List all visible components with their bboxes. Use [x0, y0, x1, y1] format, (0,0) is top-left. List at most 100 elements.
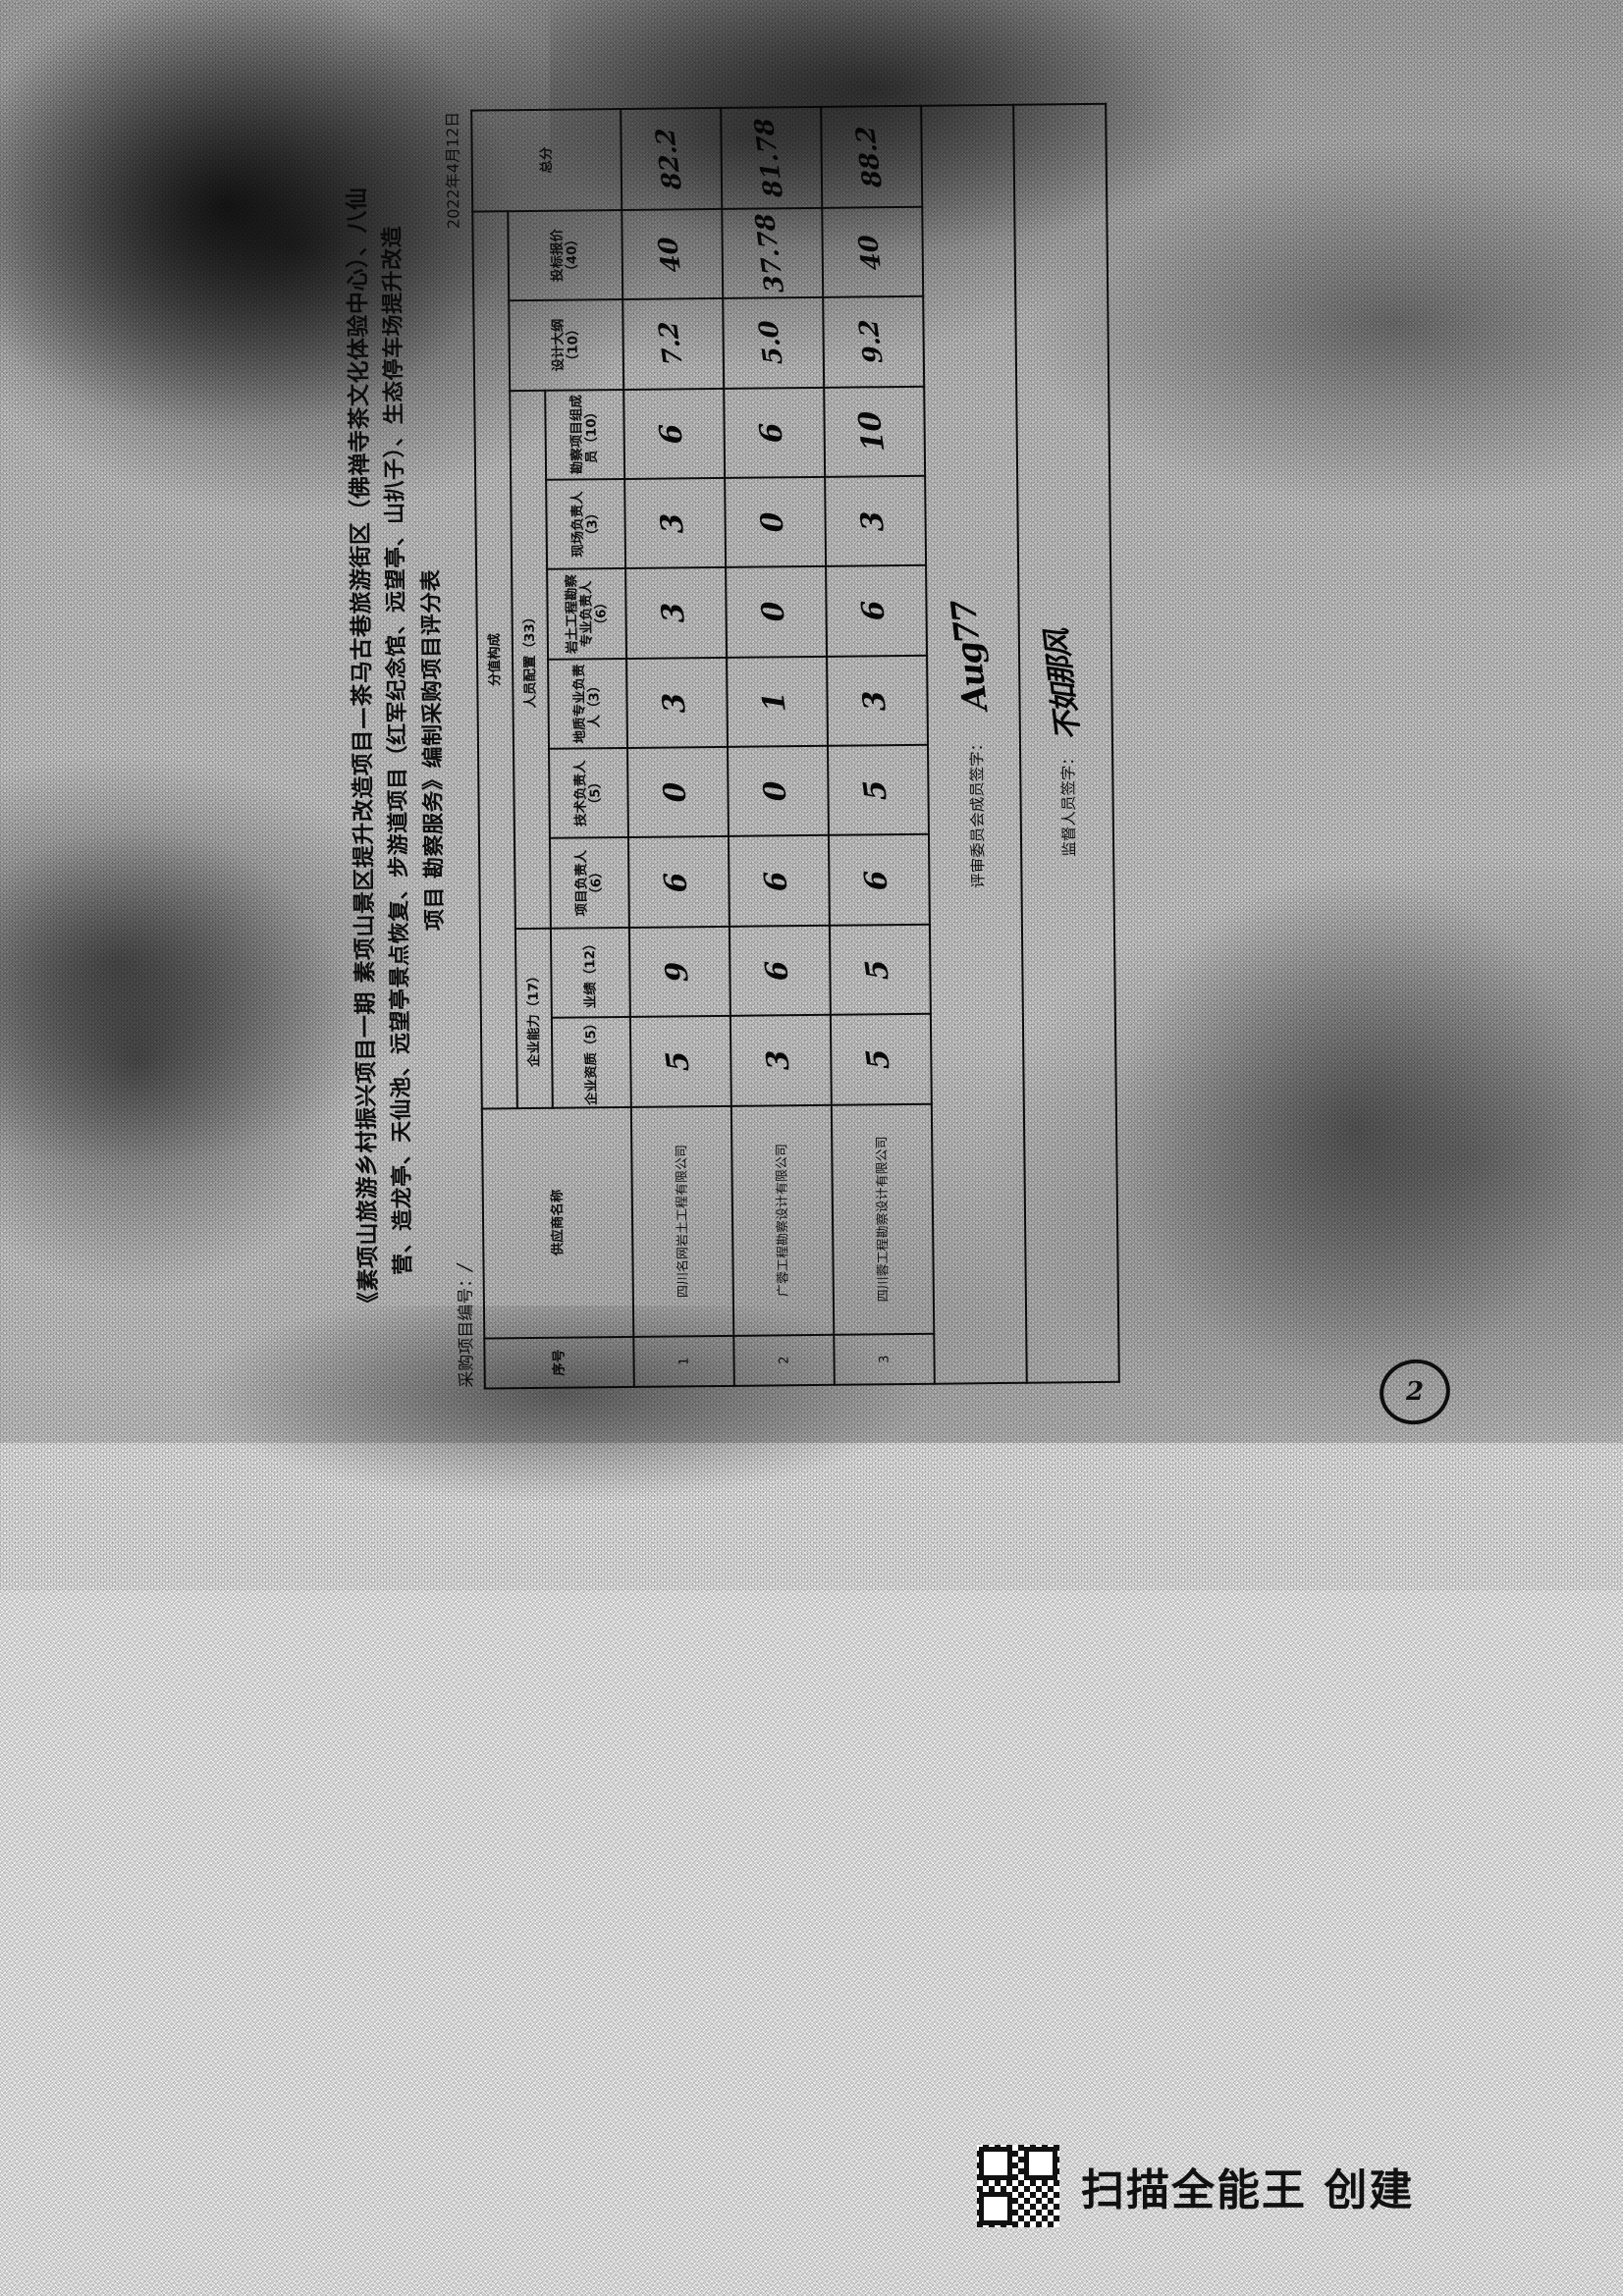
committee-signature-cell: 评审委员会成员签字：Aug77: [921, 104, 1027, 1384]
purchase-project-number: 采购项目编号：/: [452, 1264, 477, 1388]
col-site-leader: 现场负责人（3）: [546, 478, 626, 570]
cell-design-outline: 9.2: [823, 295, 925, 388]
cell-project-leader: 6: [627, 836, 730, 928]
handwritten-total: 88.2: [849, 125, 889, 188]
handwritten-page-mark: 2: [1373, 1352, 1457, 1432]
col-tech-leader: 技术负责人（5）: [549, 748, 628, 839]
cell-no: 1: [633, 1335, 734, 1387]
handwritten-score: 3: [654, 602, 692, 624]
cell-geology-leader: 3: [626, 657, 729, 749]
cell-survey-team: 6: [724, 387, 826, 478]
score-table: 序号 供应商名称 分值构成 总分 企业能力（17） 人员配置（33） 设计大纲（…: [470, 103, 1120, 1390]
col-bid-price: 投标报价（40）: [508, 209, 623, 301]
supervisor-signature-label: 监督人员签字：: [1059, 749, 1079, 857]
cell-total: 82.2: [621, 107, 723, 210]
handwritten-score: 1: [755, 690, 793, 713]
handwritten-score: 9.2: [853, 319, 890, 365]
cell-survey-team: 6: [623, 388, 726, 479]
cell-geotech-survey-leader: 0: [726, 566, 828, 658]
col-project-leader: 项目负责人（6）: [549, 837, 629, 929]
qr-code-icon: [977, 2145, 1059, 2227]
purchase-project-number-label: 采购项目编号：: [456, 1270, 477, 1388]
handwritten-score: 3: [655, 692, 693, 714]
col-survey-team: 勘察项目组成员（10）: [545, 389, 625, 480]
handwritten-score: 10: [851, 410, 892, 453]
col-qualification: 企业资质（5）: [551, 1017, 631, 1108]
handwritten-score: 0: [656, 781, 694, 804]
col-geotech-survey-leader: 岩土工程勘察专业负责人（6）: [547, 568, 627, 660]
handwritten-score: 3: [855, 689, 893, 712]
cell-site-leader: 3: [624, 477, 727, 569]
handwritten-score: 0: [754, 601, 792, 623]
cell-performance: 5: [829, 924, 931, 1016]
committee-signature-handwriting: Aug77: [944, 598, 996, 713]
handwritten-score: 5: [859, 1048, 897, 1071]
purchase-project-number-value: /: [452, 1263, 476, 1271]
cell-geotech-survey-leader: 3: [625, 567, 728, 659]
cell-bid-price: 40: [822, 206, 924, 297]
document-date: 2022年4月12日: [443, 111, 463, 230]
cell-supplier: 四川蓉工程勘察设计有限公司: [831, 1103, 935, 1335]
handwritten-score: 3: [759, 1049, 797, 1072]
handwritten-score: 3: [853, 510, 892, 532]
col-design-outline: 设计大纲（10）: [509, 299, 624, 391]
group-staffing: 人员配置（33）: [510, 390, 551, 930]
cell-qualification: 3: [730, 1015, 832, 1106]
signature-row-supervisor: 监督人员签字： 不如那风: [1013, 103, 1119, 1383]
handwritten-score: 5: [659, 1050, 697, 1073]
handwritten-score: 5: [858, 959, 896, 981]
handwritten-score: 0: [756, 780, 794, 803]
cell-total: 81.78: [721, 106, 823, 209]
supervisor-signature-cell: 监督人员签字： 不如那风: [1013, 103, 1119, 1383]
handwritten-score: 6: [758, 960, 796, 982]
col-geology-leader: 地质专业负责人（3）: [548, 658, 628, 749]
cell-performance: 6: [729, 925, 831, 1017]
cell-tech-leader: 0: [728, 745, 829, 837]
cell-site-leader: 3: [825, 475, 927, 567]
cell-bid-price: 37.78: [722, 207, 824, 299]
page-mark-value: 2: [1405, 1377, 1425, 1407]
col-total: 总分: [471, 108, 622, 212]
cell-design-outline: 5.0: [723, 296, 825, 389]
cell-site-leader: 0: [725, 476, 827, 568]
scanned-document: 《素项山旅游乡村振兴项目一期 素项山景区提升改造项目—茶马古巷旅游街区（佛禅寺茶…: [333, 93, 1289, 1399]
cell-qualification: 5: [629, 1016, 731, 1107]
cell-geology-leader: 3: [827, 655, 928, 746]
handwritten-score: 6: [752, 421, 790, 444]
handwritten-score: 9: [658, 961, 696, 983]
table-row: 2 广蓉工程勘察设计有限公司 3 6 6 0 1 0 0 6 5.0 37.78…: [721, 106, 835, 1386]
camscanner-brand-text: 扫描全能王 创建: [1081, 2165, 1415, 2216]
col-no: 序号: [484, 1336, 634, 1389]
cell-tech-leader: 0: [627, 746, 729, 838]
handwritten-score: 0: [753, 511, 791, 533]
supervisor-signature-handwriting: 不如那风: [1040, 628, 1087, 742]
handwritten-score: 6: [854, 600, 893, 622]
handwritten-total: 82.2: [649, 128, 688, 190]
cell-supplier: 四川名网岩土工程有限公司: [630, 1105, 734, 1337]
cell-no: 3: [834, 1333, 935, 1385]
cell-bid-price: 40: [622, 208, 724, 300]
group-capability: 企业能力（17）: [514, 928, 553, 1108]
signature-row-committee: 评审委员会成员签字：Aug77: [921, 104, 1027, 1384]
table-row: 1 四川名网岩土工程有限公司 5 9 6 0 3 3 3 6 7.2 40 82…: [621, 107, 734, 1387]
cell-tech-leader: 5: [828, 744, 929, 836]
handwritten-score: 6: [657, 871, 695, 893]
handwritten-score: 7.2: [653, 321, 689, 367]
handwritten-score: 3: [653, 512, 691, 534]
cell-project-leader: 6: [728, 835, 830, 927]
cell-geology-leader: 1: [727, 656, 829, 747]
handwritten-score: 6: [757, 870, 795, 892]
handwritten-score: 5.0: [753, 320, 789, 366]
handwritten-score: 40: [652, 236, 687, 273]
cell-survey-team: 10: [824, 386, 926, 477]
handwritten-score: 37.78: [749, 213, 790, 294]
cell-project-leader: 6: [828, 834, 930, 926]
cell-total: 88.2: [821, 105, 923, 208]
cell-performance: 9: [628, 926, 730, 1018]
cell-qualification: 5: [830, 1014, 932, 1105]
cell-supplier: 广蓉工程勘察设计有限公司: [730, 1104, 835, 1336]
handwritten-score: 5: [856, 779, 894, 801]
cell-geotech-survey-leader: 6: [826, 565, 928, 657]
table-row: 3 四川蓉工程勘察设计有限公司 5 5 6 5 3 6 3 10 9.2 40 …: [821, 105, 935, 1385]
handwritten-score: 6: [857, 869, 895, 891]
